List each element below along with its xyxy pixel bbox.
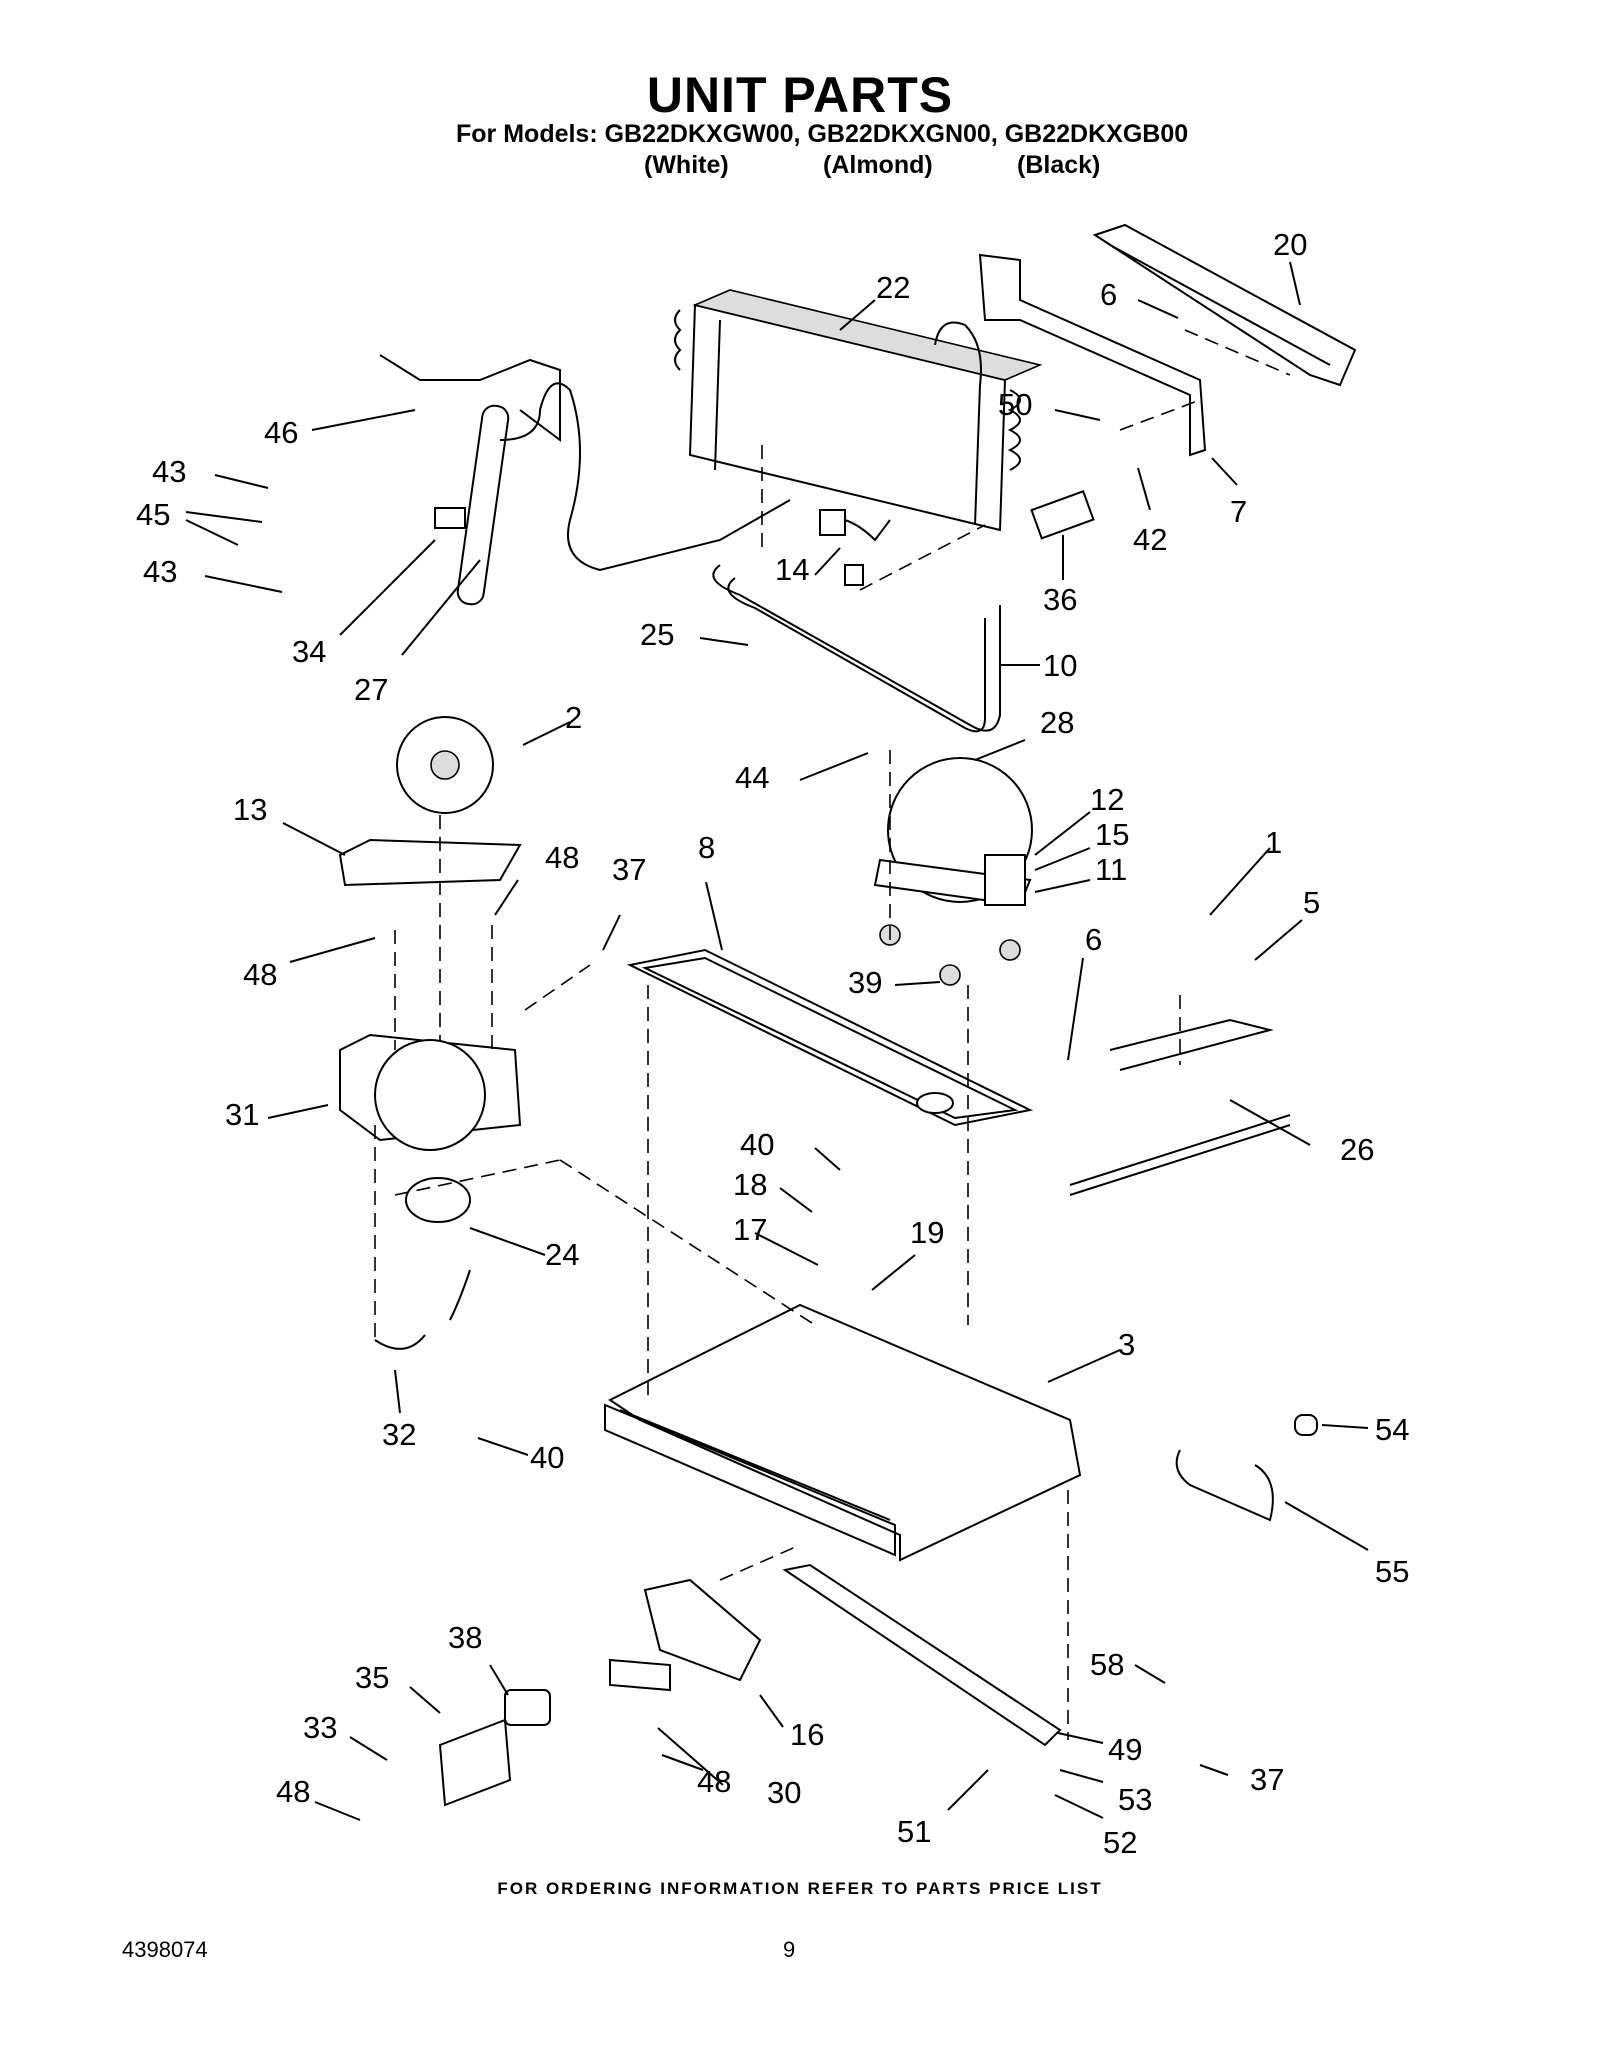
callout-24: 24 bbox=[545, 1237, 579, 1272]
drier-capillary bbox=[379, 354, 791, 606]
callout-5: 5 bbox=[1303, 885, 1320, 920]
callout-13: 13 bbox=[233, 792, 267, 827]
defrost-control bbox=[438, 1689, 551, 1807]
callout-45: 45 bbox=[136, 497, 170, 532]
models-line: For Models: GB22DKXGW00, GB22DKXGN00, GB… bbox=[456, 120, 1189, 148]
defrost-heater bbox=[712, 490, 1095, 733]
callout-27: 27 bbox=[354, 672, 388, 707]
callout-leaders bbox=[185, 261, 1369, 1821]
wire-harness bbox=[1069, 1018, 1291, 1196]
callout-58: 58 bbox=[1090, 1647, 1124, 1682]
document-number: 4398074 bbox=[122, 1937, 208, 1962]
callout-20: 20 bbox=[1273, 227, 1307, 262]
callout-3: 3 bbox=[1118, 1327, 1135, 1362]
color-almond: (Almond) bbox=[823, 151, 933, 179]
callout-30: 30 bbox=[767, 1775, 801, 1810]
callout-51: 51 bbox=[897, 1814, 931, 1849]
callout-37: 37 bbox=[612, 852, 646, 887]
evaporator-coil bbox=[674, 289, 1043, 532]
callout-6: 6 bbox=[1100, 277, 1117, 312]
callout-8: 8 bbox=[698, 830, 715, 865]
callout-36: 36 bbox=[1043, 582, 1077, 617]
callout-32: 32 bbox=[382, 1417, 416, 1452]
callout-1: 1 bbox=[1265, 825, 1282, 860]
callout-50: 50 bbox=[998, 387, 1032, 422]
callout-54: 54 bbox=[1375, 1412, 1409, 1447]
callout-26: 26 bbox=[1340, 1132, 1374, 1167]
callout-53: 53 bbox=[1118, 1782, 1152, 1817]
color-white: (White) bbox=[644, 151, 729, 179]
compressor bbox=[873, 757, 1033, 986]
evaporator-bracket bbox=[978, 223, 1357, 457]
callout-52: 52 bbox=[1103, 1825, 1137, 1860]
callout-6b: 6 bbox=[1085, 922, 1102, 957]
lower-parts bbox=[609, 1414, 1318, 1747]
callout-39: 39 bbox=[848, 965, 882, 1000]
callout-55: 55 bbox=[1375, 1554, 1409, 1589]
page-title: UNIT PARTS bbox=[646, 67, 954, 123]
callout-49: 49 bbox=[1108, 1732, 1142, 1767]
color-black: (Black) bbox=[1017, 151, 1101, 179]
page-number: 9 bbox=[783, 1937, 796, 1962]
callout-43b: 43 bbox=[143, 554, 177, 589]
callout-2: 2 bbox=[565, 700, 582, 735]
callout-37b: 37 bbox=[1250, 1762, 1284, 1797]
callout-28: 28 bbox=[1040, 705, 1074, 740]
callout-38: 38 bbox=[448, 1620, 482, 1655]
callout-22: 22 bbox=[876, 270, 910, 305]
callout-10: 10 bbox=[1043, 648, 1077, 683]
callout-40b: 40 bbox=[530, 1440, 564, 1475]
callout-42: 42 bbox=[1133, 522, 1167, 557]
callout-48c: 48 bbox=[276, 1774, 310, 1809]
callout-31: 31 bbox=[225, 1097, 259, 1132]
callout-44: 44 bbox=[735, 760, 769, 795]
callout-40: 40 bbox=[740, 1127, 774, 1162]
callout-numbers: 20 22 6 50 46 43 45 43 7 42 14 36 34 27 … bbox=[136, 227, 1409, 1860]
callout-34: 34 bbox=[292, 634, 326, 669]
callout-12: 12 bbox=[1090, 782, 1124, 817]
callout-46: 46 bbox=[264, 415, 298, 450]
callout-19: 19 bbox=[910, 1215, 944, 1250]
base-tray bbox=[604, 1303, 1082, 1562]
callout-48d: 48 bbox=[697, 1764, 731, 1799]
callout-48b: 48 bbox=[243, 957, 277, 992]
ordering-note: FOR ORDERING INFORMATION REFER TO PARTS … bbox=[497, 1879, 1103, 1898]
condenser-fan bbox=[338, 716, 522, 1350]
drain-pan bbox=[626, 948, 1034, 1127]
alignment-lines bbox=[374, 329, 1291, 1740]
callout-25: 25 bbox=[640, 617, 674, 652]
callout-7: 7 bbox=[1230, 494, 1247, 529]
callout-43: 43 bbox=[152, 454, 186, 489]
callout-15: 15 bbox=[1095, 817, 1129, 852]
callout-11: 11 bbox=[1095, 852, 1127, 887]
callout-48: 48 bbox=[545, 840, 579, 875]
callout-17: 17 bbox=[733, 1212, 767, 1247]
callout-18: 18 bbox=[733, 1167, 767, 1202]
callout-16: 16 bbox=[790, 1717, 824, 1752]
callout-35: 35 bbox=[355, 1660, 389, 1695]
callout-14: 14 bbox=[775, 552, 809, 587]
callout-33: 33 bbox=[303, 1710, 337, 1745]
